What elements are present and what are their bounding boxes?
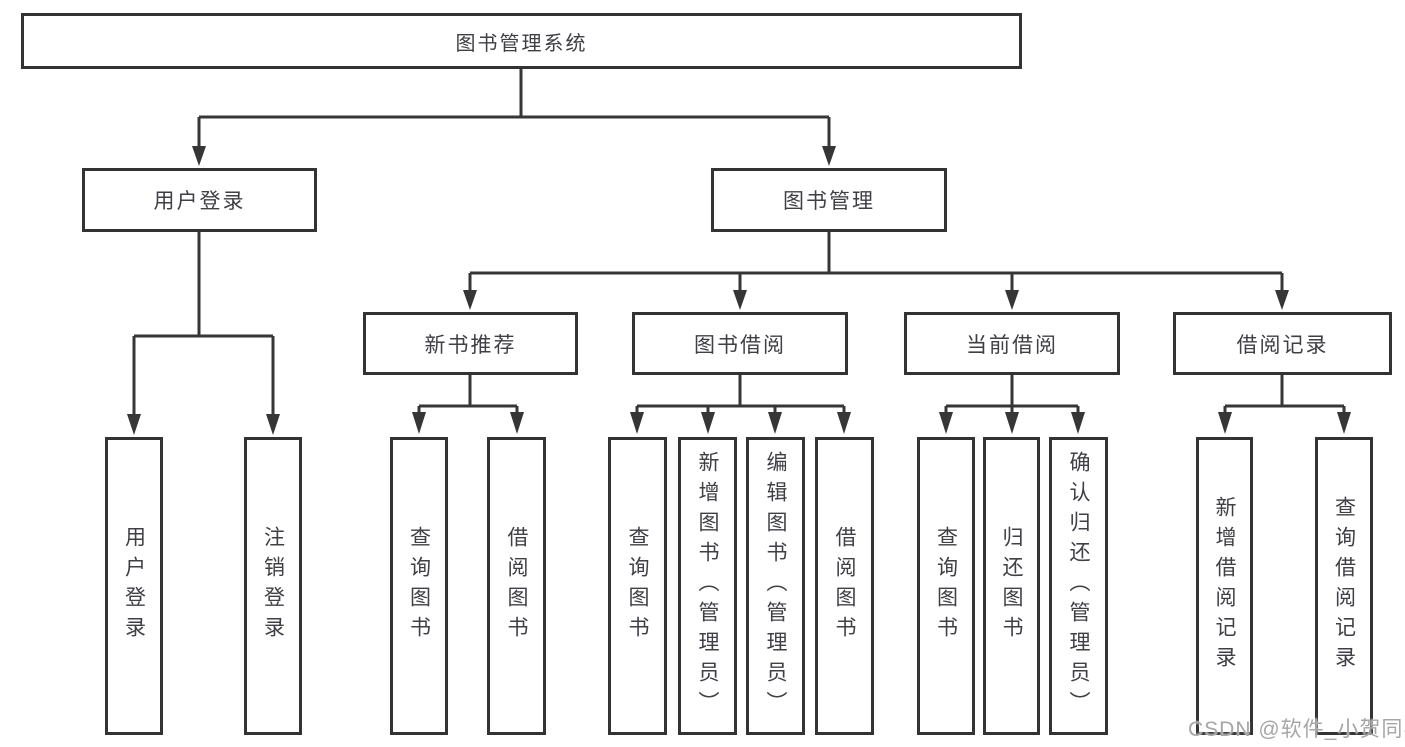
node-borrow-books-leaf: 借阅图书 xyxy=(815,437,874,735)
node-query-books-borrow-label: 查询图书 xyxy=(626,526,649,646)
node-borrow-books-recommend: 借阅图书 xyxy=(487,437,546,735)
connector-user-login-children xyxy=(127,232,280,435)
node-return-books: 归还图书 xyxy=(983,437,1040,735)
node-query-books-borrow: 查询图书 xyxy=(608,437,667,735)
node-book-borrow: 图书借阅 xyxy=(632,312,848,375)
node-add-borrow-record-label: 新增借阅记录 xyxy=(1213,496,1236,676)
node-edit-books-admin-label: 编辑图书（管理员） xyxy=(764,451,787,721)
connector-current-borrow-children xyxy=(939,375,1085,434)
node-add-books-admin: 新增图书（管理员） xyxy=(678,437,737,735)
node-user-login-group: 用户登录 xyxy=(82,168,317,232)
node-query-borrow-record: 查询借阅记录 xyxy=(1315,437,1373,735)
node-current-borrow-label: 当前借阅 xyxy=(966,333,1058,357)
node-query-books-recommend: 查询图书 xyxy=(390,437,448,735)
node-book-borrow-label: 图书借阅 xyxy=(694,333,786,357)
node-user-login-group-label: 用户登录 xyxy=(153,190,246,213)
node-current-borrow: 当前借阅 xyxy=(904,312,1120,375)
node-query-books-recommend-label: 查询图书 xyxy=(407,526,431,646)
node-user-login-leaf: 用户登录 xyxy=(105,437,163,735)
node-book-management: 图书管理 xyxy=(711,168,947,232)
node-new-book-recommend-label: 新书推荐 xyxy=(424,333,517,357)
node-borrow-books-leaf-label: 借阅图书 xyxy=(833,526,856,646)
node-borrow-records-label: 借阅记录 xyxy=(1236,333,1329,357)
node-return-books-label: 归还图书 xyxy=(1000,526,1023,646)
node-library-system: 图书管理系统 xyxy=(21,13,1022,69)
connector-borrow-records-children xyxy=(1218,375,1351,434)
csdn-watermark: CSDN @软件_小贺同学 xyxy=(1188,718,1405,741)
node-confirm-return-admin: 确认归还（管理员） xyxy=(1049,437,1108,735)
node-library-system-label: 图书管理系统 xyxy=(455,32,588,55)
node-query-borrow-record-label: 查询借阅记录 xyxy=(1332,496,1356,676)
node-add-books-admin-label: 新增图书（管理员） xyxy=(696,451,719,721)
node-logout-label: 注销登录 xyxy=(261,526,285,646)
node-book-management-label: 图书管理 xyxy=(783,190,875,213)
node-query-books-current: 查询图书 xyxy=(917,437,975,735)
connector-book-management-children xyxy=(463,232,1289,310)
node-new-book-recommend: 新书推荐 xyxy=(363,312,578,375)
node-add-borrow-record: 新增借阅记录 xyxy=(1196,437,1253,735)
connector-new-book-children xyxy=(412,375,524,434)
node-user-login-leaf-label: 用户登录 xyxy=(122,526,146,646)
node-borrow-records: 借阅记录 xyxy=(1173,312,1392,375)
node-query-books-current-label: 查询图书 xyxy=(934,526,958,646)
connector-root-to-level2 xyxy=(192,69,836,166)
node-edit-books-admin: 编辑图书（管理员） xyxy=(746,437,805,735)
node-logout: 注销登录 xyxy=(244,437,302,735)
node-borrow-books-recommend-label: 借阅图书 xyxy=(505,526,528,646)
connector-book-borrow-children xyxy=(630,375,851,434)
node-confirm-return-admin-label: 确认归还（管理员） xyxy=(1067,451,1090,721)
